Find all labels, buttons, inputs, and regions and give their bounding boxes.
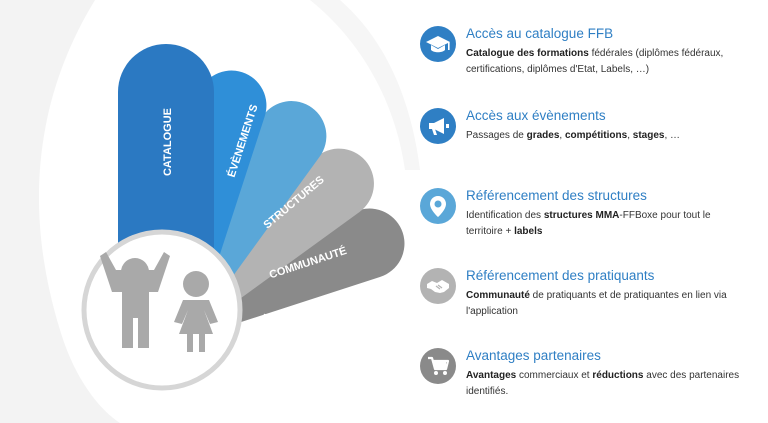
map-pin-icon xyxy=(420,188,456,224)
item-desc: Catalogue des formations fédérales (dipl… xyxy=(466,48,724,75)
item-title: Avantages partenaires xyxy=(466,348,601,363)
background-swoosh-right xyxy=(310,0,420,170)
item-title: Accès au catalogue FFB xyxy=(466,26,614,41)
emphasis-text: réductions xyxy=(592,370,644,381)
item-desc: Avantages commerciaux et réductions avec… xyxy=(466,370,740,397)
emphasis-text: grades xyxy=(526,130,560,141)
item-desc: Identification des structures MMA-FFBoxe… xyxy=(466,210,711,237)
cart-icon xyxy=(420,348,456,384)
item-title: Référencement des pratiquants xyxy=(466,268,655,283)
item-desc: Communauté de pratiquants et de pratiqua… xyxy=(466,290,727,317)
emphasis-text: structures MMA xyxy=(543,210,620,221)
graduation-cap-icon xyxy=(420,26,456,62)
megaphone-icon xyxy=(420,108,456,144)
label-catalogue: CATALOGUE xyxy=(162,108,174,176)
emphasis-text: stages xyxy=(632,130,665,141)
item-desc: Passages de grades, compétitions, stages… xyxy=(466,130,681,141)
fan-diagram: CATALOGUE ÉVÈNEMENTS STRUCTURES COMMUNAU… xyxy=(0,0,420,423)
emphasis-text: Catalogue des formations xyxy=(466,48,589,59)
handshake-icon xyxy=(420,268,456,304)
item-title: Accès aux évènements xyxy=(466,108,606,123)
children-icon xyxy=(100,252,218,352)
emphasis-text: labels xyxy=(514,226,543,237)
emphasis-text: Communauté xyxy=(466,290,530,301)
background-swoosh xyxy=(0,0,120,423)
emphasis-text: compétitions xyxy=(564,130,628,141)
emphasis-text: Avantages xyxy=(466,370,517,381)
item-title: Référencement des structures xyxy=(466,188,647,203)
label-partenaires: PARTENAIRES xyxy=(261,312,339,344)
